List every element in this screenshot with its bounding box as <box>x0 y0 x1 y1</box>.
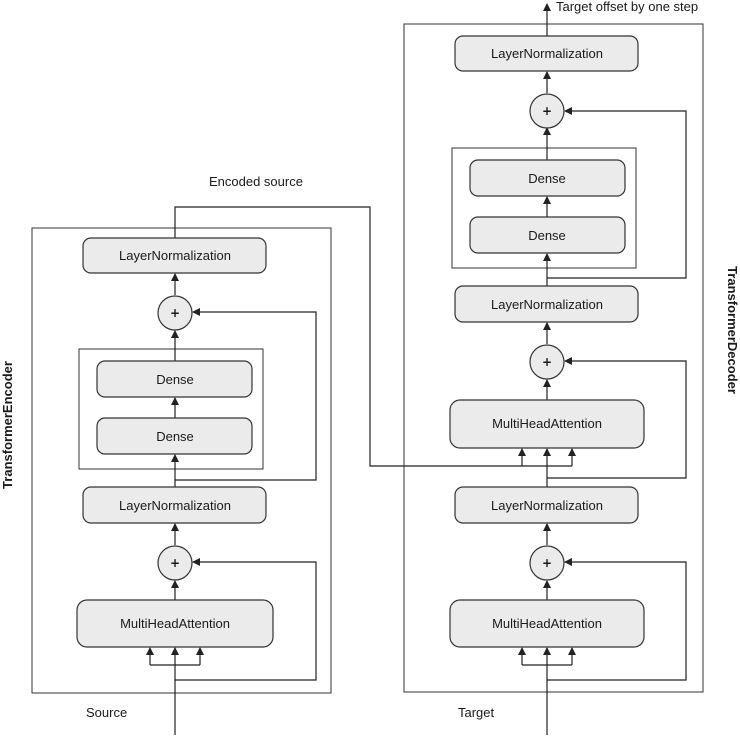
encoder-residual-2 <box>175 308 317 481</box>
decoder-layernorm-top-label: LayerNormalization <box>491 46 603 61</box>
target-offset-label: Target offset by one step <box>556 0 698 14</box>
encoder-layernorm-top-label: LayerNormalization <box>119 248 231 263</box>
encoder-frame <box>31 227 332 694</box>
decoder-layernorm-low-label: LayerNormalization <box>491 498 603 513</box>
encoder-dense-lower <box>96 417 253 455</box>
decoder-add-low-label: + <box>542 556 552 570</box>
encoder-add-upper <box>157 295 193 331</box>
decoder-layernorm-mid <box>454 285 639 323</box>
encoder-layernorm-bottom-label: LayerNormalization <box>119 498 231 513</box>
encoded-source-label: Encoded source <box>209 174 303 189</box>
encoder-dense-frame <box>78 348 264 470</box>
decoder-dense-frame <box>451 147 637 269</box>
decoder-add-mid <box>529 344 565 380</box>
encoder-layernorm-bottom <box>82 486 267 524</box>
encoder-dense-upper-label: Dense <box>156 372 194 387</box>
target-label: Target <box>458 705 495 720</box>
decoder-mha-self-label: MultiHeadAttention <box>492 616 602 631</box>
decoder-add-low <box>529 545 565 581</box>
decoder-residual-2 <box>547 357 687 479</box>
decoder-add-mid-label: + <box>542 355 552 369</box>
decoder-layernorm-top <box>454 35 639 72</box>
encoder-add-lower <box>157 545 193 581</box>
decoder-title: TransformerDecoder <box>725 266 740 394</box>
decoder-dense-upper-label: Dense <box>528 171 566 186</box>
source-label: Source <box>86 705 127 720</box>
decoder-layernorm-low <box>454 486 639 524</box>
encoder-mha <box>76 599 274 648</box>
encoder-add-upper-label: + <box>170 306 180 320</box>
decoder-mha-cross <box>449 399 645 449</box>
decoder-frame <box>403 23 704 693</box>
decoder-layernorm-mid-label: LayerNormalization <box>491 297 603 312</box>
decoder-add-top <box>529 93 565 129</box>
decoder-residual-3 <box>547 107 687 279</box>
decoder-dense-lower <box>469 216 626 254</box>
decoder-add-top-label: + <box>542 104 552 118</box>
encoder-add-lower-label: + <box>170 556 180 570</box>
decoder-dense-upper <box>469 159 626 197</box>
encoder-mha-label: MultiHeadAttention <box>120 616 230 631</box>
encoder-layernorm-top <box>82 237 267 274</box>
decoder-mha-self <box>449 599 645 648</box>
encoder-residual-1 <box>175 558 317 681</box>
decoder-mha-cross-label: MultiHeadAttention <box>492 416 602 431</box>
encoder-dense-upper <box>96 360 253 398</box>
decoder-dense-lower-label: Dense <box>528 228 566 243</box>
decoder-residual-1 <box>547 558 687 681</box>
encoder-title: TransformerEncoder <box>0 361 15 489</box>
encoder-dense-lower-label: Dense <box>156 429 194 444</box>
encoded-source-route <box>174 206 522 467</box>
